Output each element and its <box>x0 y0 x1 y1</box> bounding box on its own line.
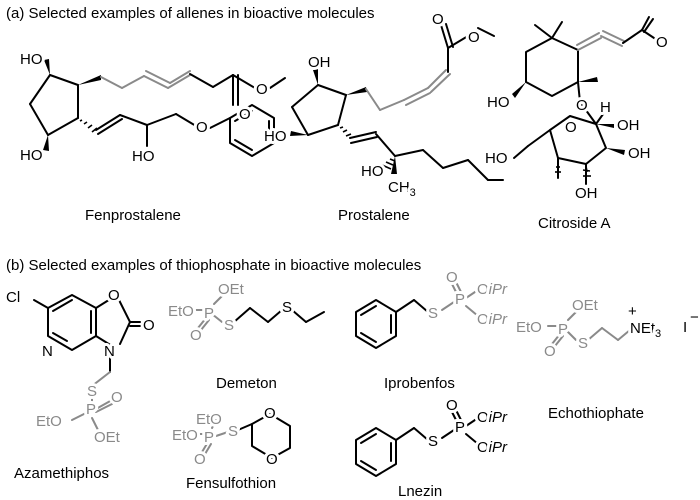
svg-text:O: O <box>266 451 278 468</box>
svg-text:HO: HO <box>487 94 510 111</box>
svg-text:O: O <box>446 269 458 286</box>
svg-text:N: N <box>104 343 115 360</box>
demeton-label: Demeton <box>216 375 277 392</box>
svg-text:O: O <box>111 389 123 406</box>
azamethiphos-label: Azamethiphos <box>14 465 109 482</box>
svg-text:P: P <box>86 401 96 418</box>
citroside-structure: O O H OH OH OH HO HO O <box>482 16 671 205</box>
svg-text:OH: OH <box>308 54 331 71</box>
echothiophate-structure: OEt EtO P O S NEt3 + I − <box>513 294 699 363</box>
svg-text:P: P <box>455 419 465 436</box>
svg-text:O: O <box>256 81 268 98</box>
lnezin-structure: S P O OiPr OiPr <box>355 394 511 477</box>
svg-text:OH: OH <box>575 185 598 202</box>
svg-text:HO: HO <box>264 128 287 145</box>
svg-text:OiPr: OiPr <box>477 439 508 456</box>
svg-text:OEt: OEt <box>218 281 245 298</box>
svg-text:S: S <box>428 305 438 322</box>
svg-text:O: O <box>576 97 588 114</box>
svg-text:O: O <box>446 397 458 414</box>
svg-text:P: P <box>455 291 465 308</box>
svg-text:O: O <box>264 405 276 422</box>
section-b-title: (b) Selected examples of thiophosphate i… <box>6 257 421 274</box>
svg-text:OH: OH <box>628 145 651 162</box>
fenprostalene-structure: HO HO O O O HO <box>17 48 286 168</box>
svg-text:HO: HO <box>20 147 43 164</box>
svg-text:H: H <box>600 99 611 116</box>
citroside-label: Citroside A <box>538 215 611 232</box>
svg-text:I: I <box>683 319 687 336</box>
svg-text:OH: OH <box>617 117 640 134</box>
prostalene-structure: OH HO O O HO CH3 <box>261 8 504 202</box>
svg-text:+: + <box>628 303 637 320</box>
svg-text:O: O <box>468 29 480 46</box>
svg-text:N: N <box>42 343 53 360</box>
svg-text:OEt: OEt <box>94 429 121 446</box>
svg-text:P: P <box>204 429 214 446</box>
svg-text:Cl: Cl <box>6 289 20 306</box>
svg-text:S: S <box>282 299 292 316</box>
svg-text:O: O <box>544 343 556 360</box>
demeton-structure: OEt EtO P O S S <box>165 278 325 347</box>
svg-text:O: O <box>565 119 577 136</box>
prostalene-label: Prostalene <box>338 207 410 224</box>
svg-text:S: S <box>578 335 588 352</box>
svg-text:EtO: EtO <box>172 427 198 444</box>
svg-text:O: O <box>143 317 155 334</box>
svg-text:P: P <box>204 305 214 322</box>
svg-text:O: O <box>108 287 120 304</box>
svg-text:S: S <box>228 423 238 440</box>
svg-text:OEt: OEt <box>572 297 599 314</box>
svg-text:HO: HO <box>485 150 508 167</box>
svg-text:EtO: EtO <box>36 413 62 430</box>
svg-text:HO: HO <box>361 163 384 180</box>
svg-text:O: O <box>190 327 202 344</box>
svg-text:EtO: EtO <box>168 303 194 320</box>
svg-text:O: O <box>239 106 251 123</box>
svg-text:NEt3: NEt3 <box>630 320 661 340</box>
svg-text:OiPr: OiPr <box>477 311 508 328</box>
fensulfothion-label: Fensulfothion <box>186 475 276 492</box>
svg-text:S: S <box>87 383 97 400</box>
fenprostalene-label: Fenprostalene <box>85 207 181 224</box>
echothiophate-label: Echothiophate <box>548 405 644 422</box>
svg-text:OiPr: OiPr <box>477 409 508 426</box>
svg-text:S: S <box>428 433 438 450</box>
azamethiphos-structure: Cl O O N N S P O EtO OEt <box>3 284 158 449</box>
svg-text:EtO: EtO <box>516 319 542 336</box>
svg-text:O: O <box>196 119 208 136</box>
svg-text:OiPr: OiPr <box>477 281 508 298</box>
iprobenfos-label: Iprobenfos <box>384 375 455 392</box>
fensulfothion-structure: EtO EtO P O S O O <box>169 402 291 471</box>
svg-text:O: O <box>194 451 206 468</box>
svg-text:O: O <box>656 34 668 51</box>
svg-text:O: O <box>432 11 444 28</box>
section-a-title: (a) Selected examples of allenes in bioa… <box>6 5 375 22</box>
svg-text:−: − <box>690 309 699 326</box>
svg-text:EtO: EtO <box>196 411 222 428</box>
svg-text:CH3: CH3 <box>388 179 416 199</box>
svg-text:HO: HO <box>20 51 43 68</box>
lnezin-label: Lnezin <box>398 483 442 500</box>
iprobenfos-structure: S P O OiPr OiPr <box>355 266 511 349</box>
svg-text:P: P <box>558 321 568 338</box>
svg-text:S: S <box>224 317 234 334</box>
svg-text:HO: HO <box>132 148 155 165</box>
